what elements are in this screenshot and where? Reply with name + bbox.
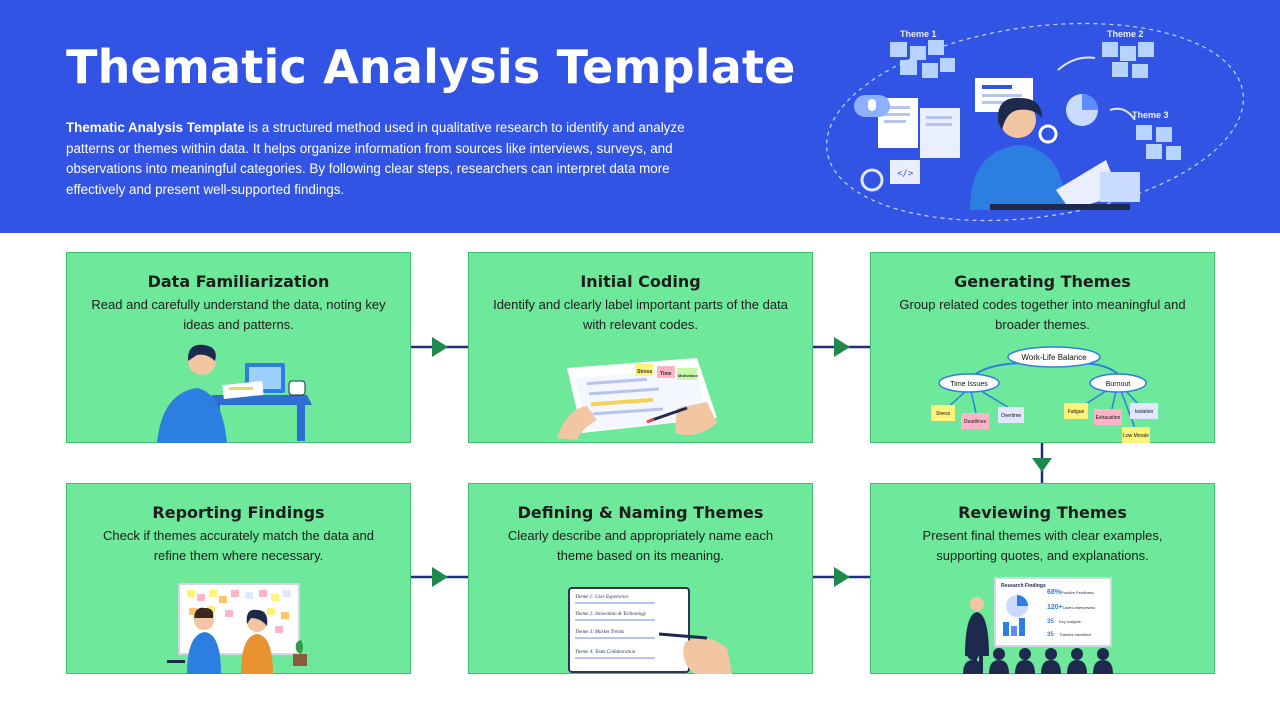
findings-stat-label-3: Key Insights <box>1059 619 1081 624</box>
theme-leaf-6: Isolation <box>1135 409 1154 415</box>
theme-branch-1: Time Issues <box>950 381 988 388</box>
coding-note-2: Time <box>660 371 672 377</box>
connector-5-4 <box>812 567 870 587</box>
step-title: Data Familiarization <box>147 272 330 291</box>
svg-text:</>: </> <box>897 169 914 179</box>
theme-map-illustration: Work-Life Balance Time Issues Burnout St… <box>931 346 1158 443</box>
findings-stat-2: 120+ <box>1047 604 1063 611</box>
theme-leaf-5: Exhaustion <box>1096 415 1121 421</box>
step-title: Defining & Naming Themes <box>517 503 764 522</box>
step-title: Reporting Findings <box>152 503 325 522</box>
theme-document-illustration: Theme 1: User Experience Theme 2: Innova… <box>568 587 732 674</box>
step-description: Read and carefully understand the data, … <box>91 297 386 332</box>
presentation-illustration: Research Findings 68% Positive Feedback … <box>963 577 1113 674</box>
step-card-reviewing-themes: Reviewing Themes Present final themes wi… <box>870 483 1215 674</box>
step-description: Present final themes with clear examples… <box>922 528 1163 563</box>
findings-stat-1: 68% <box>1047 589 1062 596</box>
reading-person-illustration <box>157 344 312 443</box>
theme-leaf-2: Deadlines <box>964 419 987 425</box>
sticky-board-illustration <box>167 583 307 674</box>
step-description: Clearly describe and appropriately name … <box>507 528 774 563</box>
step-description: Group related codes together into meanin… <box>899 297 1186 332</box>
findings-stat-3: 35 <box>1047 619 1054 625</box>
step-description: Identify and clearly label important par… <box>493 297 788 332</box>
connector-2-3 <box>812 337 870 357</box>
header-banner: Thematic Analysis Template Thematic Anal… <box>0 0 1280 233</box>
hero-theme-1-label: Theme 1 <box>900 29 937 39</box>
hero-theme-2-label: Theme 2 <box>1107 29 1144 39</box>
connector-3-4 <box>1032 442 1052 484</box>
theme-leaf-3: Overtime <box>1001 413 1022 419</box>
step-title: Initial Coding <box>580 272 701 291</box>
step-card-initial-coding: Initial Coding Identify and clearly labe… <box>468 252 813 443</box>
theme-doc-line-2: Theme 2: Innovation & Technology <box>575 612 647 617</box>
step-card-data-familiarization: Data Familiarization Read and carefully … <box>66 252 411 443</box>
theme-branch-2: Burnout <box>1106 381 1131 388</box>
page-title: Thematic Analysis Template <box>66 40 796 94</box>
findings-stat-4: 35 <box>1047 632 1054 638</box>
hero-theme-3-label: Theme 3 <box>1132 110 1169 120</box>
hero-illustration: Theme 1 Theme 2 Theme 3 </> <box>826 22 1244 222</box>
step-card-defining-naming-themes: Defining & Naming Themes Clearly describ… <box>468 483 813 674</box>
theme-doc-line-3: Theme 3: Market Trends <box>575 630 624 635</box>
step-card-generating-themes: Generating Themes Group related codes to… <box>870 252 1215 443</box>
coding-notes-illustration: Stress Time Motivation <box>557 358 717 440</box>
findings-stat-label-4: Themes Identified <box>1059 632 1091 637</box>
theme-leaf-1: Stress <box>936 411 951 417</box>
connector-6-5 <box>410 567 468 587</box>
findings-stat-label-2: Users Interviewed <box>1063 605 1095 610</box>
theme-leaf-4: Fatigue <box>1068 409 1085 415</box>
description-bold: Thematic Analysis Template <box>66 120 245 135</box>
page-description: Thematic Analysis Template is a structur… <box>66 118 726 200</box>
findings-heading: Research Findings <box>1001 583 1046 589</box>
coding-note-3: Motivation <box>678 373 699 378</box>
findings-stat-label-1: Positive Feedback <box>1061 590 1094 595</box>
step-title: Generating Themes <box>954 272 1131 291</box>
coding-note-1: Stress <box>637 369 653 375</box>
step-description: Check if themes accurately match the dat… <box>103 528 374 563</box>
theme-root: Work-Life Balance <box>1021 353 1087 362</box>
connector-1-2 <box>410 337 468 357</box>
step-title: Reviewing Themes <box>958 503 1127 522</box>
description-text: is a structured method used in qualitati… <box>66 120 685 197</box>
step-card-reporting-findings: Reporting Findings Check if themes accur… <box>66 483 411 674</box>
theme-doc-line-4: Theme 4: Team Collaboration <box>575 650 636 655</box>
theme-doc-line-1: Theme 1: User Experience <box>575 595 629 600</box>
theme-leaf-7: Low Morale <box>1123 433 1149 439</box>
